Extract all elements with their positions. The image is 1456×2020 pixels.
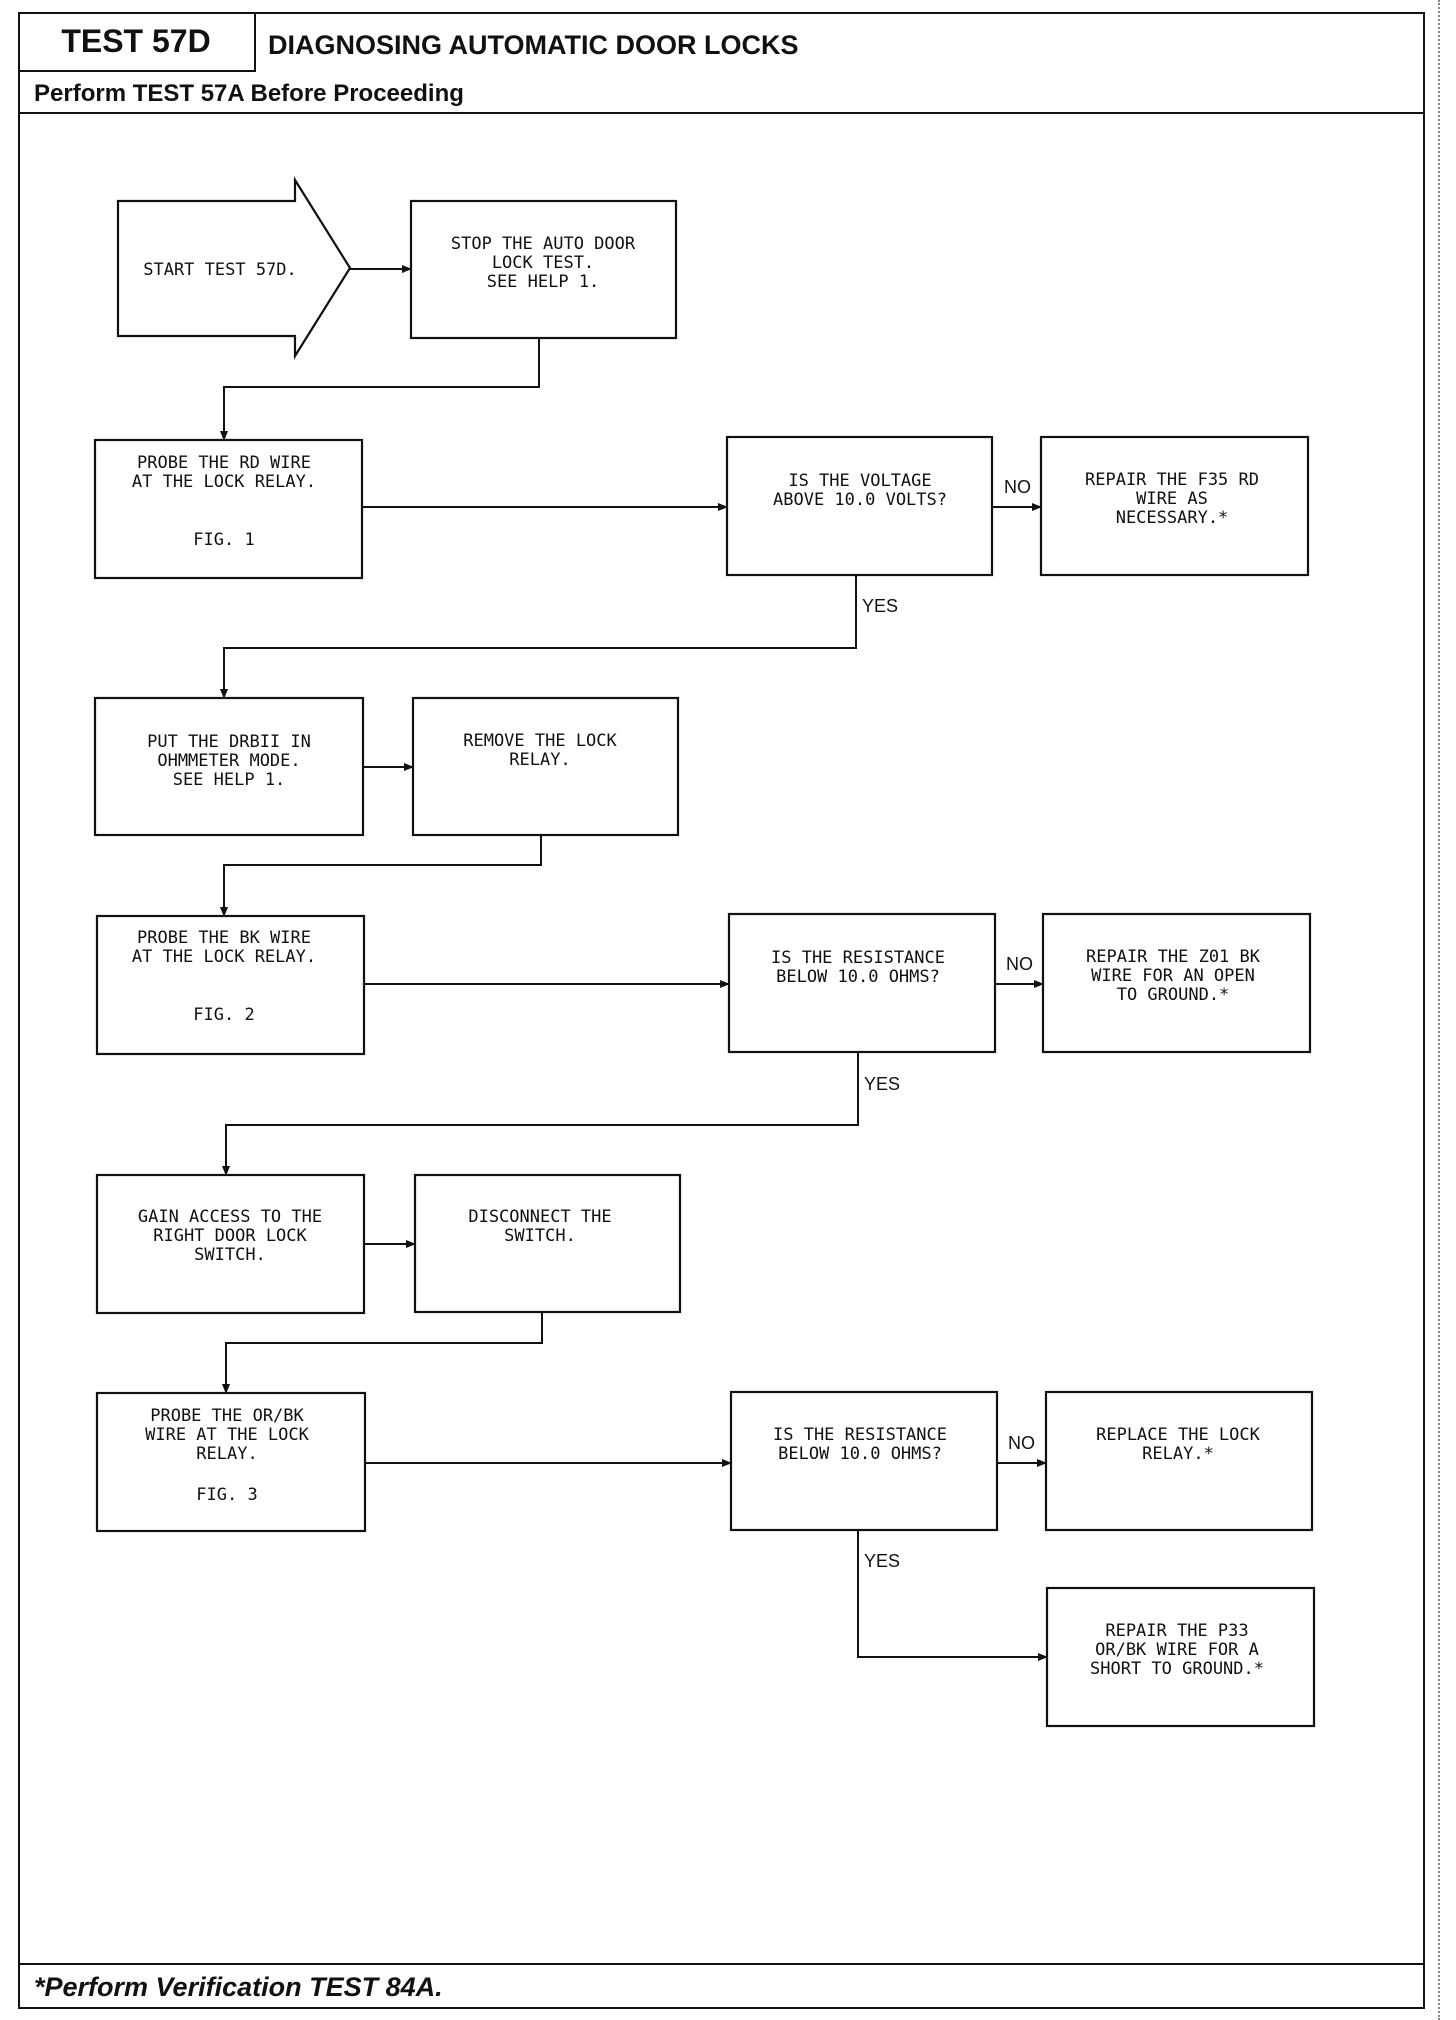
test-id-box: TEST 57D	[18, 12, 256, 72]
resistance-decision-2-box	[729, 1390, 999, 1532]
footer-note: *Perform Verification TEST 84A.	[34, 1972, 443, 2002]
repair-z01-box	[1041, 912, 1312, 1054]
connector-voltage-yes	[220, 575, 857, 699]
text-line: STOP THE AUTO DOOR	[451, 234, 636, 254]
text-line: DISCONNECT THE	[468, 1207, 611, 1227]
no-label-1: NO	[1004, 477, 1031, 497]
text-line: WIRE FOR AN OPEN	[1091, 966, 1255, 986]
voltage-decision-box	[725, 435, 994, 577]
footer-divider	[18, 1963, 1425, 1965]
text-line: OR/BK WIRE FOR A	[1095, 1640, 1259, 1660]
text-line: OHMMETER MODE.	[157, 751, 300, 771]
text-line: REPAIR THE P33	[1105, 1621, 1248, 1641]
connector-resistance2-yes	[857, 1530, 1048, 1661]
page-frame	[18, 12, 1425, 2009]
text-line: BELOW 10.0 OHMS?	[776, 967, 940, 987]
text-line: WIRE AT THE LOCK	[145, 1425, 310, 1445]
start-arrow-shape	[116, 176, 352, 360]
perforated-edge	[1438, 0, 1440, 2020]
text-line: SEE HELP 1.	[487, 272, 600, 292]
text-line: WIRE AS	[1136, 489, 1208, 509]
text-line: SEE HELP 1.	[173, 770, 286, 790]
text-line: TO GROUND.*	[1117, 985, 1230, 1005]
no-label-3: NO	[1008, 1433, 1035, 1453]
resistance-decision-1-box	[727, 912, 997, 1054]
text-line: SWITCH.	[504, 1226, 576, 1246]
header-divider	[18, 112, 1425, 114]
yes-label-1: YES	[862, 596, 898, 616]
start-label: START TEST 57D.	[143, 260, 297, 280]
text-line: REPAIR THE F35 RD	[1085, 470, 1259, 490]
yes-label-3: YES	[864, 1551, 900, 1571]
prerequisite-note: Perform TEST 57A Before Proceeding	[34, 80, 464, 107]
replace-relay-box	[1044, 1390, 1314, 1532]
test-title: DIAGNOSING AUTOMATIC DOOR LOCKS	[268, 30, 799, 60]
put-drb-box	[93, 696, 365, 837]
remove-relay-box	[411, 696, 680, 837]
text-line: FIG. 2	[193, 1005, 254, 1025]
text-line: START TEST 57D.	[143, 260, 297, 280]
text-line: RIGHT DOOR LOCK	[153, 1226, 307, 1246]
probe-rd-box	[93, 438, 364, 580]
text-line: REPLACE THE LOCK	[1096, 1425, 1261, 1445]
connector-remove-probe-bk	[220, 835, 542, 917]
text-line: FIG. 1	[193, 530, 254, 550]
text-line: SHORT TO GROUND.*	[1090, 1659, 1264, 1679]
text-line: AT THE LOCK RELAY.	[132, 947, 316, 967]
text-line: PROBE THE BK WIRE	[137, 928, 311, 948]
text-line: GAIN ACCESS TO THE	[138, 1207, 322, 1227]
text-line: FIG. 3	[196, 1485, 257, 1505]
text-line: IS THE VOLTAGE	[788, 471, 931, 491]
stop-test-box	[409, 199, 678, 340]
repair-p33-box	[1045, 1586, 1316, 1728]
text-line: REMOVE THE LOCK	[463, 731, 617, 751]
no-label-2: NO	[1006, 954, 1033, 974]
probe-bk-box	[95, 914, 366, 1056]
probe-orbk-box	[95, 1391, 367, 1533]
text-line: BELOW 10.0 OHMS?	[778, 1444, 942, 1464]
connector-resistance1-yes	[222, 1052, 859, 1176]
text-line: PROBE THE OR/BK	[150, 1406, 304, 1426]
text-line: REPAIR THE Z01 BK	[1086, 947, 1261, 967]
text-line: IS THE RESISTANCE	[773, 1425, 947, 1445]
text-line: ABOVE 10.0 VOLTS?	[773, 490, 947, 510]
text-line: LOCK TEST.	[492, 253, 594, 273]
text-line: PROBE THE RD WIRE	[137, 453, 311, 473]
repair-f35-box	[1039, 435, 1310, 577]
connector-stop-probe-rd	[220, 338, 540, 441]
text-line: NECESSARY.*	[1116, 508, 1229, 528]
text-line: IS THE RESISTANCE	[771, 948, 945, 968]
text-line: RELAY.	[196, 1444, 257, 1464]
text-line: RELAY.	[509, 750, 570, 770]
yes-label-2: YES	[864, 1074, 900, 1094]
text-line: AT THE LOCK RELAY.	[132, 472, 316, 492]
text-line: SWITCH.	[194, 1245, 266, 1265]
text-line: RELAY.*	[1142, 1444, 1214, 1464]
connector-disconnect-probe-orbk	[222, 1312, 543, 1394]
text-line: PUT THE DRBII IN	[147, 732, 311, 752]
